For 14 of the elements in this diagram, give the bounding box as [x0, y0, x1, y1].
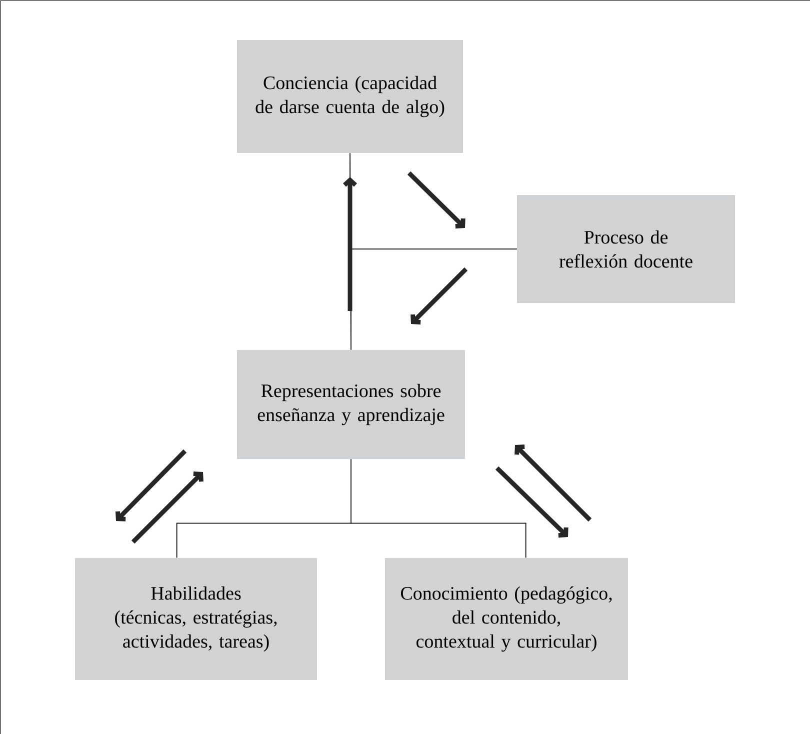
concept-box: Conciencia (capacidad de darse cuenta de algo): [237, 40, 463, 153]
arrow: [115, 449, 187, 522]
connector-line: [350, 248, 518, 350]
concept-box: Habilidades (técnicas, estratégias, actividades, tareas): [75, 558, 317, 680]
arrow: [131, 472, 204, 544]
arrow: [514, 444, 592, 522]
concept-box: Representaciones sobre enseñanza y aprendizaje: [237, 350, 465, 459]
arrow: [495, 466, 568, 538]
concept-box: Conocimiento (pedagógico, del contenido, contextual y curricular): [385, 558, 628, 680]
arrow: [410, 267, 468, 324]
arrow: [343, 177, 358, 311]
connector-line: [350, 458, 526, 558]
arrow: [407, 171, 466, 229]
concept-box: Proceso de reflexión docente: [517, 195, 735, 303]
